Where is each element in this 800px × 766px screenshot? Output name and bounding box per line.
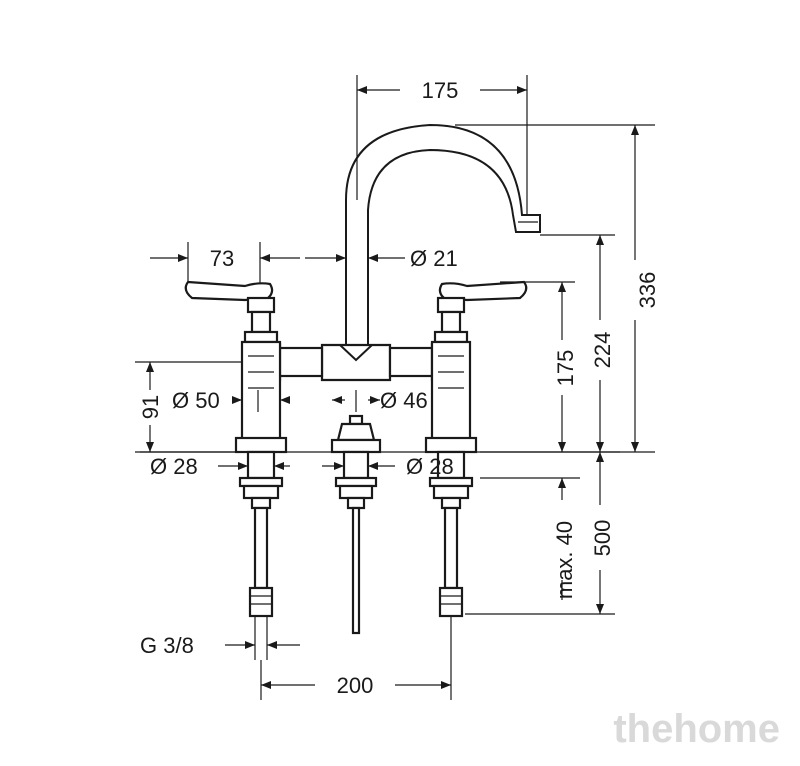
center-popup [330,414,382,635]
dim-left-shank-diameter: Ø 28 [150,454,198,479]
watermark-logo: thehome [613,707,780,751]
dim-body-diameter: Ø 50 [172,388,220,413]
right-valve [424,280,528,618]
dim-handle-offset: 73 [210,246,234,271]
dim-spout-reach: 175 [422,78,459,103]
left-valve [184,280,288,618]
dimension-lines [135,75,655,700]
dim-max-thickness: max. 40 [552,521,577,599]
dimension-labels: 175 73 Ø 21 336 224 175 91 Ø 50 Ø 46 Ø 2… [138,78,660,698]
dim-center-diameter: Ø 46 [380,388,428,413]
faucet-outline [140,123,620,635]
dim-body-height: 91 [138,395,163,419]
dim-thread: G 3/8 [140,633,194,658]
dim-center-spacing: 200 [337,673,374,698]
dim-hose-length: 500 [590,520,615,557]
dim-right-shank-diameter: Ø 28 [406,454,454,479]
spout [345,123,541,345]
dim-spout-height: 224 [590,332,615,369]
cross-pipe-left [274,346,324,378]
cross-pipe-right [388,346,438,378]
dim-spout-diameter: Ø 21 [410,246,458,271]
dim-total-height: 336 [635,272,660,309]
center-hub [320,343,392,382]
dim-handle-height: 175 [553,350,578,387]
